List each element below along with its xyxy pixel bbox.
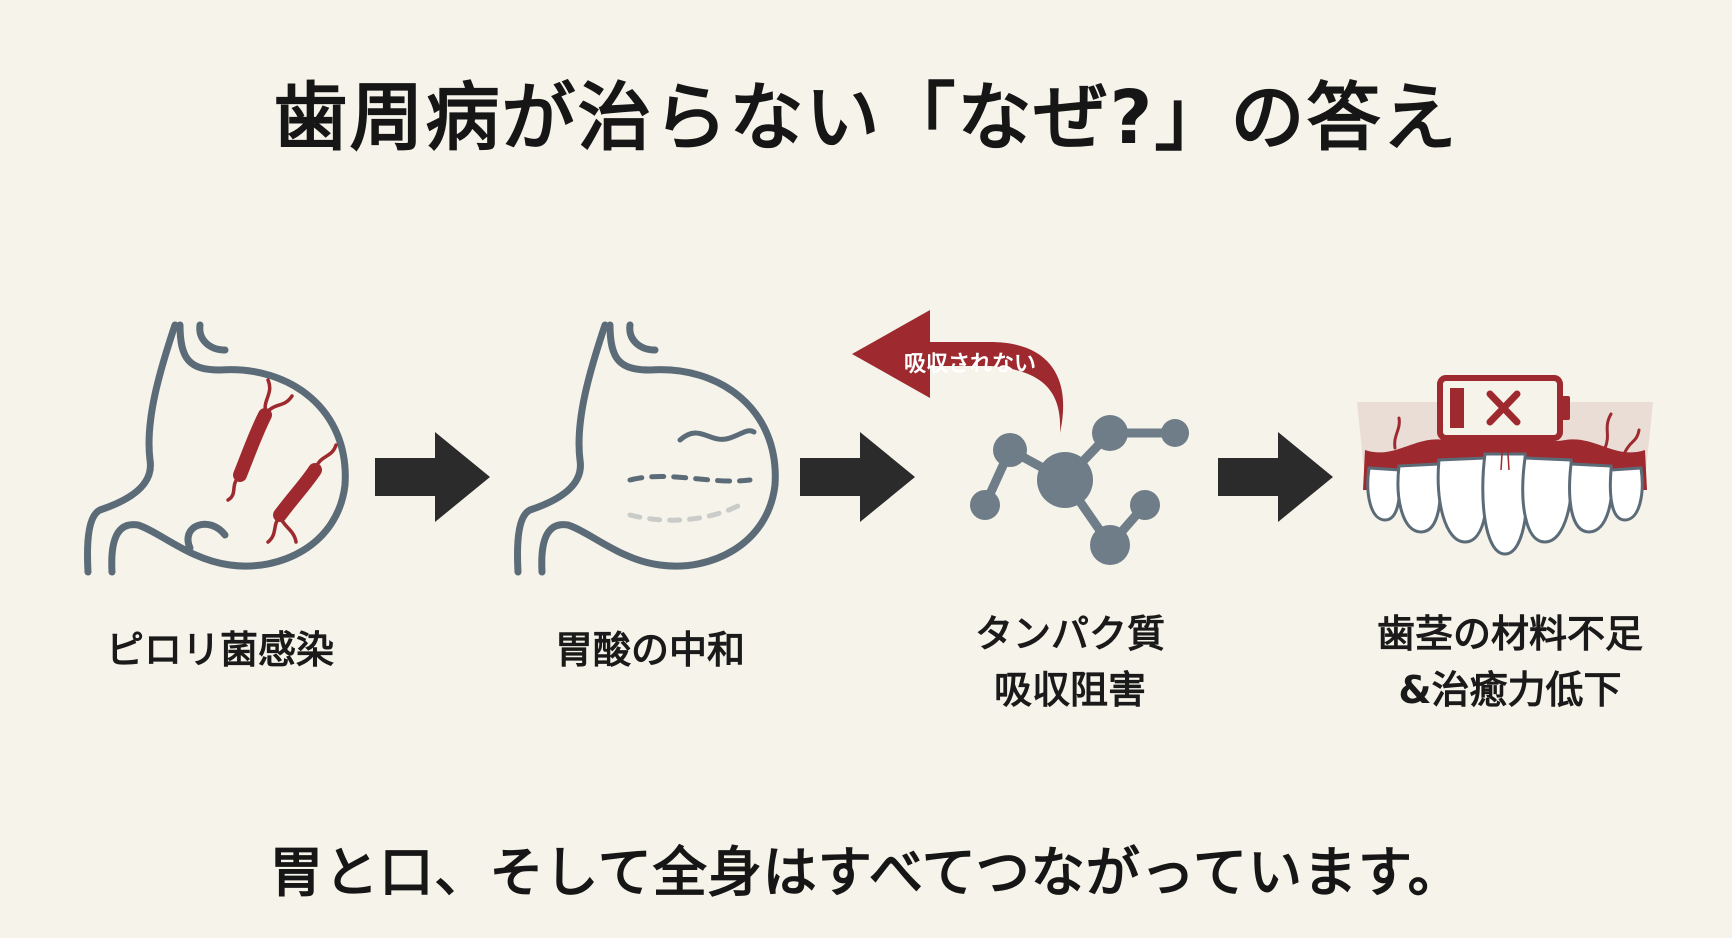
not-absorbed-arrow-icon	[852, 310, 1064, 433]
step-label-pylori-infection: ピロリ菌感染	[105, 628, 334, 672]
not-absorbed-label: 吸収されない	[903, 352, 1036, 377]
arrow-right-icon	[800, 432, 915, 522]
arrow-right-icon	[1218, 432, 1333, 522]
stomach-neutralized-icon	[514, 321, 779, 576]
protein-molecule-icon	[970, 415, 1189, 565]
gums-low-battery-icon	[1357, 375, 1653, 556]
stomach-bacteria-icon	[84, 321, 349, 576]
page-title: 歯周病が治らない「なぜ?」の答え	[273, 75, 1459, 161]
footer-message: 胃と口、そして全身はすべてつながっています。	[269, 840, 1463, 904]
arrow-right-icon	[375, 432, 490, 522]
step-label-protein-absorption: タンパク質 吸収阻害	[974, 612, 1165, 712]
step-label-acid-neutralization: 胃酸の中和	[554, 628, 745, 672]
step-label-gum-material-shortage: 歯茎の材料不足 &治癒力低下	[1376, 612, 1643, 712]
